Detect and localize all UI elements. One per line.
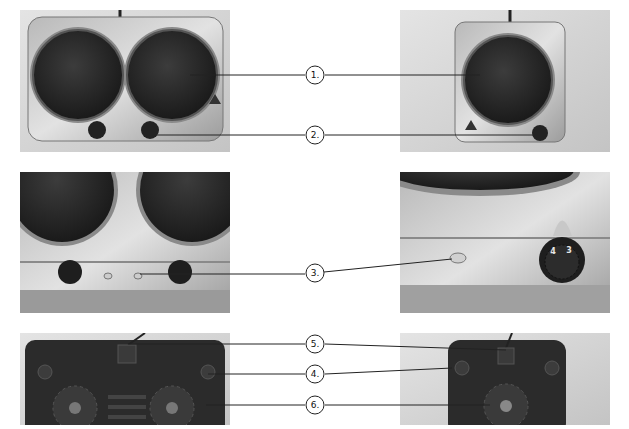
double-plate-bottom xyxy=(20,333,230,425)
callout-number: 4. xyxy=(311,370,320,379)
callout-number: 3. xyxy=(311,269,320,278)
knob-marking: 4 xyxy=(550,248,556,256)
callout-circles xyxy=(306,66,324,414)
callout-number: 1. xyxy=(311,71,320,80)
double-plate-top xyxy=(20,10,230,152)
callout-number: 2. xyxy=(311,131,320,140)
double-plate-front xyxy=(20,172,230,313)
single-plate-front xyxy=(400,172,610,313)
callout-number: 5. xyxy=(311,340,320,349)
single-plate-top xyxy=(400,10,610,152)
knob-marking: 3 xyxy=(566,247,572,255)
leader-lines xyxy=(128,75,538,405)
callout-number: 6. xyxy=(311,401,320,410)
single-plate-bottom xyxy=(400,333,610,425)
